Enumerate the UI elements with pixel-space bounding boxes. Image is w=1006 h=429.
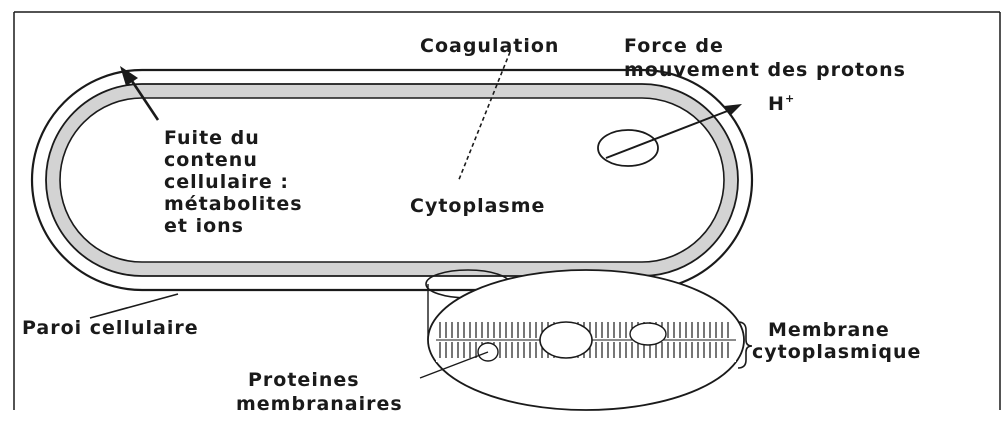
label-membrane-line2: cytoplasmique — [752, 341, 921, 363]
label-proteins-line1: Proteines — [248, 369, 360, 391]
label-force-line2: mouvement des protons — [624, 59, 906, 81]
label-leak-line3: cellulaire : — [164, 171, 289, 193]
label-cytoplasm: Cytoplasme — [410, 195, 545, 217]
label-membrane-line1: Membrane — [768, 319, 890, 341]
label-leak-line4: métabolites — [164, 193, 303, 215]
label-proton: H — [768, 93, 785, 115]
proton-vesicle — [598, 130, 658, 166]
zoomed-membrane — [428, 270, 744, 410]
label-leak-line1: Fuite du — [164, 127, 260, 149]
membrane-protein-large — [540, 322, 592, 358]
label-force-line1: Force de — [624, 35, 724, 57]
label-cell-wall: Paroi cellulaire — [22, 317, 199, 339]
label-leak-line2: contenu — [164, 149, 258, 171]
membrane-protein-small — [630, 323, 666, 345]
cytoplasm-region — [60, 98, 724, 262]
label-leak-line5: et ions — [164, 215, 244, 237]
cell-wall-pointer — [90, 294, 178, 318]
label-proteins-line2: membranaires — [236, 393, 403, 415]
label-coagulation: Coagulation — [420, 35, 559, 57]
label-proton-charge: + — [785, 92, 795, 105]
